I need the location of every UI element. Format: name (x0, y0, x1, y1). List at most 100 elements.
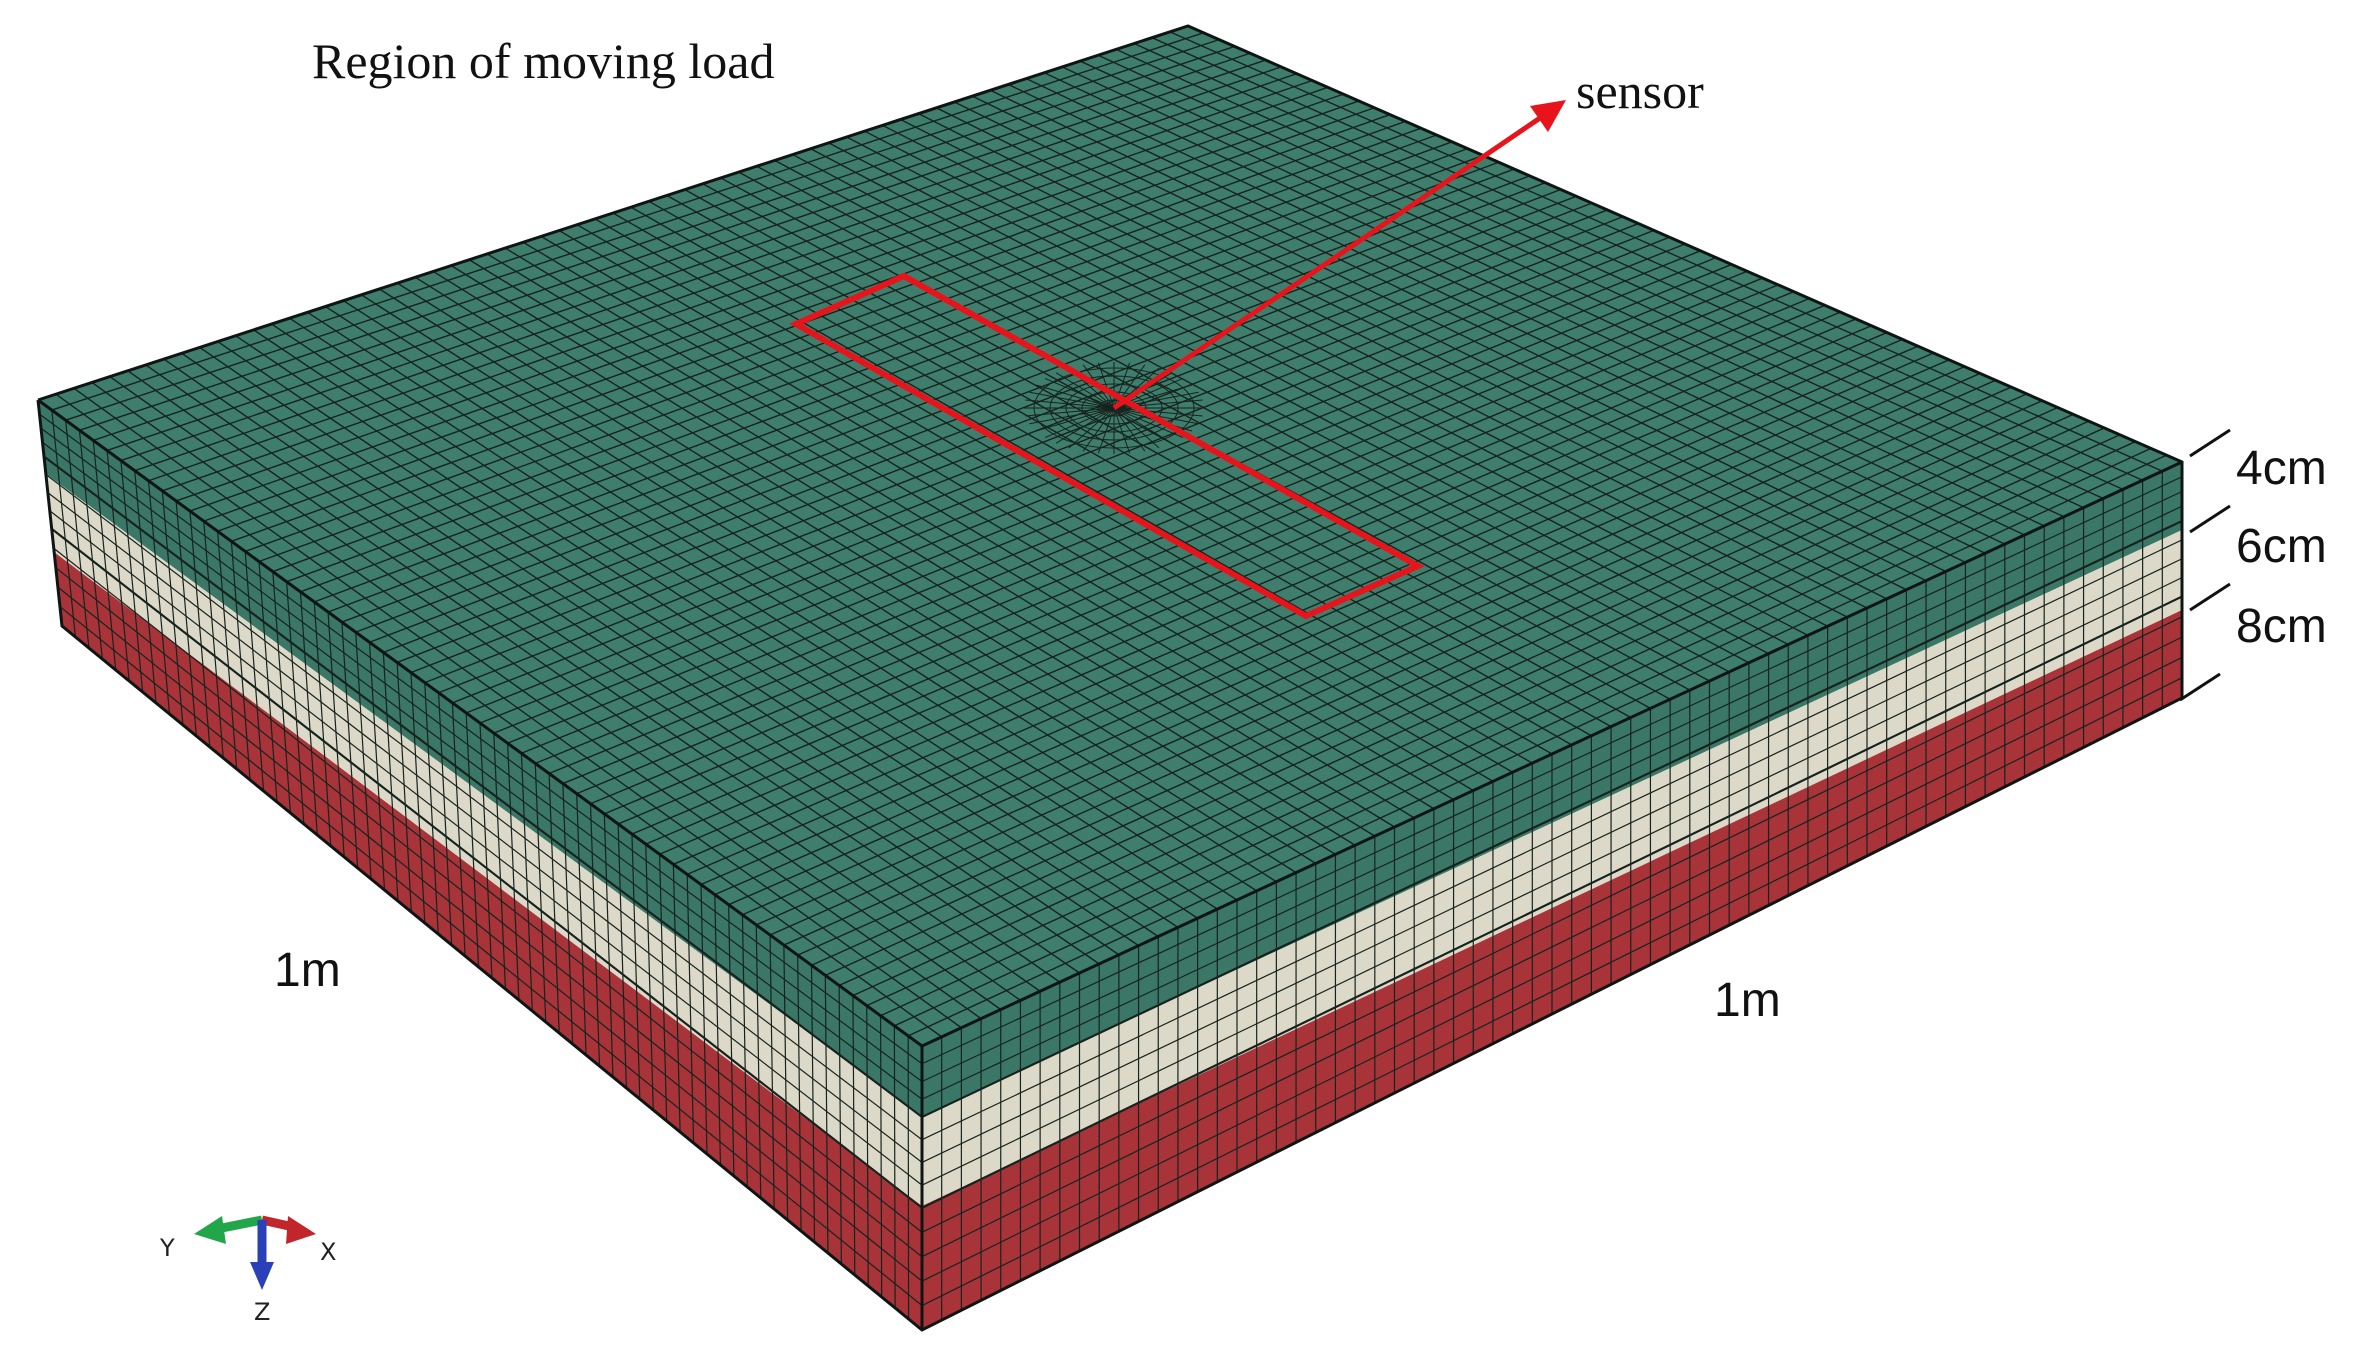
mesh-line (451, 702, 466, 957)
mesh-line (700, 884, 708, 1155)
mesh-line (900, 118, 1868, 609)
mesh-line (1044, 377, 1115, 409)
mesh-line (658, 854, 668, 1122)
mesh-line (1049, 375, 1179, 441)
mesh-line (864, 130, 1828, 627)
mesh-line (673, 338, 1903, 865)
mesh-line (42, 441, 922, 1100)
mesh-line (576, 291, 1794, 795)
mesh-line (918, 113, 1888, 600)
mesh-line (922, 558, 2182, 1163)
mesh-line (922, 490, 2182, 1083)
mesh-line (879, 1015, 883, 1298)
mesh-line (78, 430, 103, 660)
mesh-line (825, 413, 2074, 976)
mesh-line (702, 183, 1651, 709)
y-axis-arrow-icon (194, 1216, 226, 1244)
mesh-line (534, 270, 1748, 765)
mesh-line (922, 539, 2182, 1141)
mesh-line (810, 148, 1769, 655)
mesh-line (797, 955, 802, 1232)
mesh-line (590, 297, 1810, 805)
mesh-line (1033, 367, 1195, 449)
mesh-line (1025, 77, 2006, 545)
mesh-line (630, 206, 1573, 746)
region-label: Region of moving load (312, 33, 774, 89)
mesh-line (894, 447, 2152, 1027)
mesh-line (396, 662, 412, 913)
mesh-line (465, 712, 480, 968)
mesh-line (700, 352, 1934, 886)
mesh-line (47, 492, 922, 1163)
mesh-line (175, 500, 197, 737)
mesh-line (203, 521, 224, 759)
mesh-line (55, 567, 922, 1258)
mesh-line (1097, 399, 1131, 417)
layer-1-thickness: 4cm (2236, 442, 2327, 495)
mesh-line (39, 413, 922, 1065)
mesh-line (1043, 72, 2025, 536)
mesh-line (728, 365, 1965, 906)
mesh-line (424, 682, 439, 935)
x-axis-label: X (320, 1238, 336, 1266)
mesh-line (493, 733, 507, 990)
mesh-line (783, 945, 789, 1221)
mesh-line (792, 153, 1750, 664)
mesh-line (922, 505, 2182, 1100)
mesh-line (548, 277, 1763, 775)
mesh-line (672, 864, 681, 1133)
mesh-line (244, 551, 265, 792)
mesh-line (846, 136, 1809, 636)
mesh-line (686, 874, 695, 1144)
mesh-line (59, 606, 922, 1307)
mesh-line (742, 372, 1981, 916)
mesh-line (355, 632, 372, 880)
mesh-line (922, 616, 2182, 1233)
mesh-line (954, 101, 1927, 582)
layer-2-thickness: 6cm (2236, 520, 2327, 573)
mesh-line (936, 107, 1907, 591)
left-width-label: 1m (274, 944, 341, 997)
mesh-line (769, 386, 2012, 936)
mesh-line (838, 985, 842, 1265)
mesh-line (1008, 83, 1986, 554)
mesh-line (57, 586, 922, 1282)
mesh-line (755, 379, 1996, 926)
mesh-line (990, 89, 1966, 564)
mesh-line (507, 743, 520, 1001)
mesh-line (520, 753, 533, 1012)
x-axis-arrow-icon (286, 1216, 316, 1244)
mesh-line (548, 773, 560, 1034)
mesh-line (313, 601, 332, 847)
mesh-line (1097, 54, 2084, 509)
mesh-line (728, 904, 735, 1177)
sensor-arrow (1112, 100, 1566, 411)
mesh-line (774, 159, 1730, 673)
mesh-line (562, 284, 1779, 785)
mesh-line (852, 995, 856, 1276)
mesh-line (92, 440, 117, 671)
right-width-label: 1m (1714, 974, 1781, 1027)
mesh-line (1113, 407, 1203, 417)
mesh-line (645, 844, 654, 1111)
mesh-line (120, 460, 144, 693)
mesh-line (49, 510, 922, 1186)
mesh-line (521, 263, 1732, 754)
mesh-line (603, 813, 614, 1078)
mesh-line (922, 656, 2182, 1282)
mesh-line (1029, 407, 1115, 425)
mesh-line (922, 520, 2182, 1118)
mesh-line (368, 642, 386, 891)
mesh-line (65, 420, 90, 649)
mesh-line (589, 803, 601, 1067)
mesh-line (686, 345, 1919, 876)
top-front-edges (37, 398, 2183, 1048)
mesh-line (741, 914, 748, 1188)
mesh-line (1065, 383, 1163, 433)
mesh-line (1151, 37, 2143, 481)
mesh-line (493, 250, 1701, 734)
mesh-line (437, 692, 453, 946)
mesh-line (922, 595, 2182, 1209)
mesh-line (51, 528, 922, 1209)
